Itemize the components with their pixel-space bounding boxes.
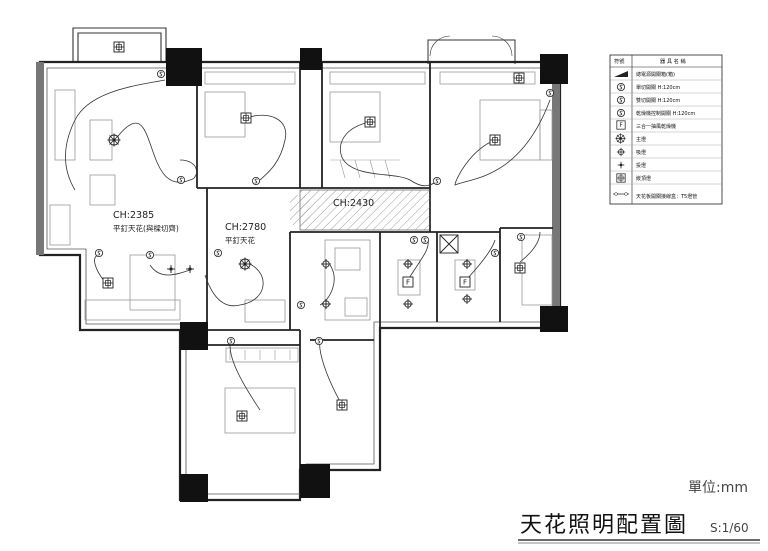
legend-item-text: 天花板開關接線盒：T5燈管 xyxy=(636,193,697,200)
ceiling-note-dining: 平釘天花 xyxy=(225,235,255,245)
legend-item-text: 投燈 xyxy=(636,162,646,169)
ceiling-height-corridor: CH:2430 xyxy=(333,198,374,209)
wiring-symbol xyxy=(613,192,629,196)
legend-item-text: 單切開關 H:120cm xyxy=(636,84,680,91)
ceiling-height-living: CH:2385 xyxy=(113,210,154,221)
drawing-title: 天花照明配置圖 xyxy=(520,513,688,538)
combo-fan-symbol xyxy=(616,120,626,130)
balcony-top-right xyxy=(427,35,516,64)
drawing-scale: S:1/60 xyxy=(710,521,749,535)
corridor-hatch xyxy=(299,189,431,231)
ceiling-height-dining: CH:2780 xyxy=(225,222,266,233)
double-switch-symbol xyxy=(617,96,625,104)
structural-columns xyxy=(166,48,568,502)
furniture xyxy=(49,71,553,434)
legend-item-text: 吸燈 xyxy=(636,149,646,156)
cove-light-symbol xyxy=(614,71,628,77)
legend-table: 符號 器 具 名 稱 總電源開關箱(箱) 單切開關 H:120cm 雙切開關 H… xyxy=(609,54,723,205)
fan-switch-symbol xyxy=(617,109,625,117)
ceiling-note-living: 平釘天花(與樑切齊) xyxy=(113,223,179,233)
legend-item-text: 乾燥機控制開關 H:120cm xyxy=(636,110,695,117)
cabinet-ticks xyxy=(229,159,400,360)
legend-item-text: 主燈 xyxy=(636,136,646,143)
balcony-top-left xyxy=(72,27,167,62)
interior-walls xyxy=(180,62,553,470)
legend-item-text: 三合一抽風乾燥機 xyxy=(636,123,676,130)
single-switch-symbol xyxy=(617,83,625,91)
recessed-lamp-symbol xyxy=(616,173,626,183)
legend-item-text: 嵌頂燈 xyxy=(636,175,651,182)
legend-header-symbol: 符號 xyxy=(614,57,625,65)
legend-item-text: 雙切開關 H:120cm xyxy=(636,97,680,104)
exhaust-box xyxy=(439,234,459,254)
legend-header-name: 器 具 名 稱 xyxy=(660,57,687,65)
legend-item-text: 總電源開關箱(箱) xyxy=(636,71,675,78)
wiring-lines xyxy=(65,79,551,411)
unit-label: 單位:mm xyxy=(688,480,748,496)
